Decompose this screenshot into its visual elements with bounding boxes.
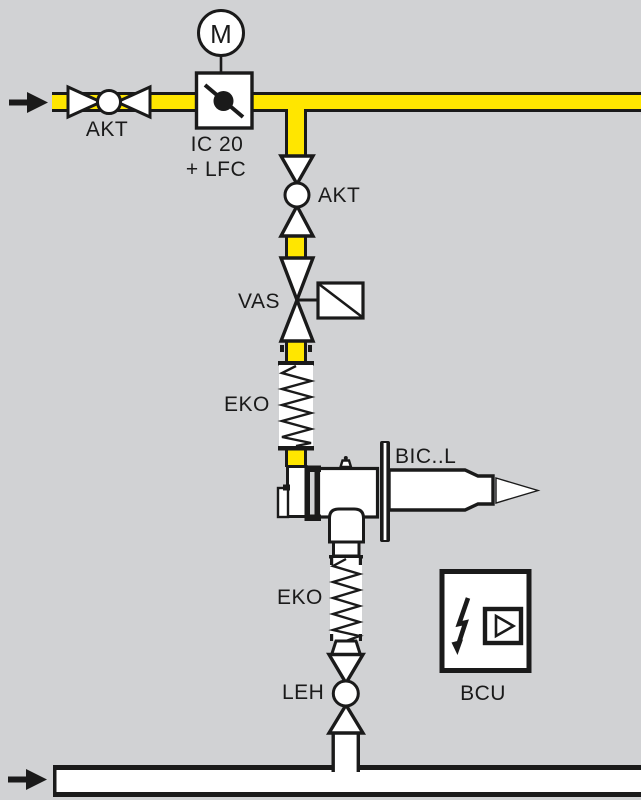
gas-pipes: [52, 92, 641, 467]
burner-label: BIC..L: [395, 445, 457, 468]
bic-burner: [276, 441, 541, 559]
valve-triangle-bottom: [278, 202, 316, 238]
riser-wall-left: [331, 733, 335, 772]
akt-vertical-valve: [278, 154, 316, 238]
gas-inlet-block: [286, 465, 308, 518]
flame-cone: [495, 477, 541, 504]
butterfly-disc-icon: [213, 91, 234, 111]
vas-label: VAS: [238, 290, 280, 313]
burner-air-stub: [332, 540, 361, 558]
ic20-label-line1: IC 20: [190, 133, 244, 156]
air-stub-flange: [329, 555, 363, 559]
flange-bar-bottom: [278, 446, 314, 451]
valve-triangle-bottom: [278, 295, 316, 343]
flange-tick: [358, 634, 362, 641]
vas-solenoid-valve: [278, 256, 365, 343]
valve-ball: [331, 679, 360, 708]
flange-line: [314, 468, 318, 517]
mounting-flange-gap: [383, 443, 387, 540]
valve-ball: [283, 181, 311, 209]
eko-lower-label: EKO: [277, 586, 323, 609]
gas-pipe-vertical-2: [288, 237, 304, 259]
valve-triangle-top: [278, 154, 316, 188]
flange-tick: [330, 634, 334, 641]
valve-triangle-top: [278, 256, 316, 305]
flange-tick: [280, 345, 284, 352]
eko-flex-lower: [328, 557, 364, 657]
ic20-butterfly-actuator: [194, 9, 254, 130]
riser-wall-right: [356, 733, 360, 772]
valve-ball: [96, 89, 122, 115]
flange-bolt-bottom: [304, 514, 321, 521]
valve-triangle-right: [113, 84, 152, 120]
flange-tick: [308, 345, 312, 352]
bcu-label: BCU: [460, 682, 506, 705]
akt-inlet-label: AKT: [85, 118, 129, 141]
valve-triangle-bottom: [325, 701, 367, 735]
air-riser: [331, 733, 360, 784]
gas-inlet-bolt: [283, 484, 290, 491]
riser-pipe: [334, 734, 357, 784]
lightning-icon: [455, 597, 471, 648]
solenoid-diagonal: [318, 283, 363, 318]
spring-icon: [277, 364, 316, 448]
gas-inlet-tab: [276, 486, 290, 519]
ic20-label-line2: + LFC: [185, 158, 247, 181]
flange-tick: [330, 558, 334, 565]
valve-triangle-top: [326, 652, 366, 687]
flange-line: [306, 468, 310, 517]
bcu-unit: [439, 569, 532, 673]
ignition-port-tip: [343, 456, 348, 460]
flange-bolt-top: [304, 465, 321, 472]
motor-label: M: [210, 19, 232, 49]
flame-detector-icon: [494, 613, 517, 639]
burner-air-neck: [328, 507, 365, 544]
akt-inlet-valve: [66, 84, 152, 120]
ignition-port: [338, 459, 353, 469]
flange-bar-top: [278, 361, 314, 366]
valve-triangle-left: [66, 84, 105, 120]
eko-flex-upper: [277, 345, 316, 451]
gas-flow-arrow-icon: [9, 92, 48, 113]
gas-pipe-vertical-3: [288, 339, 304, 364]
air-flow-arrow-icon: [8, 769, 47, 790]
lightning-arrowhead: [451, 639, 463, 655]
flame-detector-box: [482, 606, 524, 646]
leh-valve: [325, 652, 367, 735]
eko-upper-label: EKO: [224, 393, 270, 416]
leh-label: LEH: [282, 681, 325, 704]
akt-vertical-label: AKT: [318, 184, 361, 207]
gas-pipe-vertical-1: [288, 95, 304, 157]
burner-tube: [387, 468, 495, 512]
spring-icon: [328, 557, 364, 643]
motor-icon: [197, 9, 245, 57]
flange-tick: [358, 558, 362, 565]
